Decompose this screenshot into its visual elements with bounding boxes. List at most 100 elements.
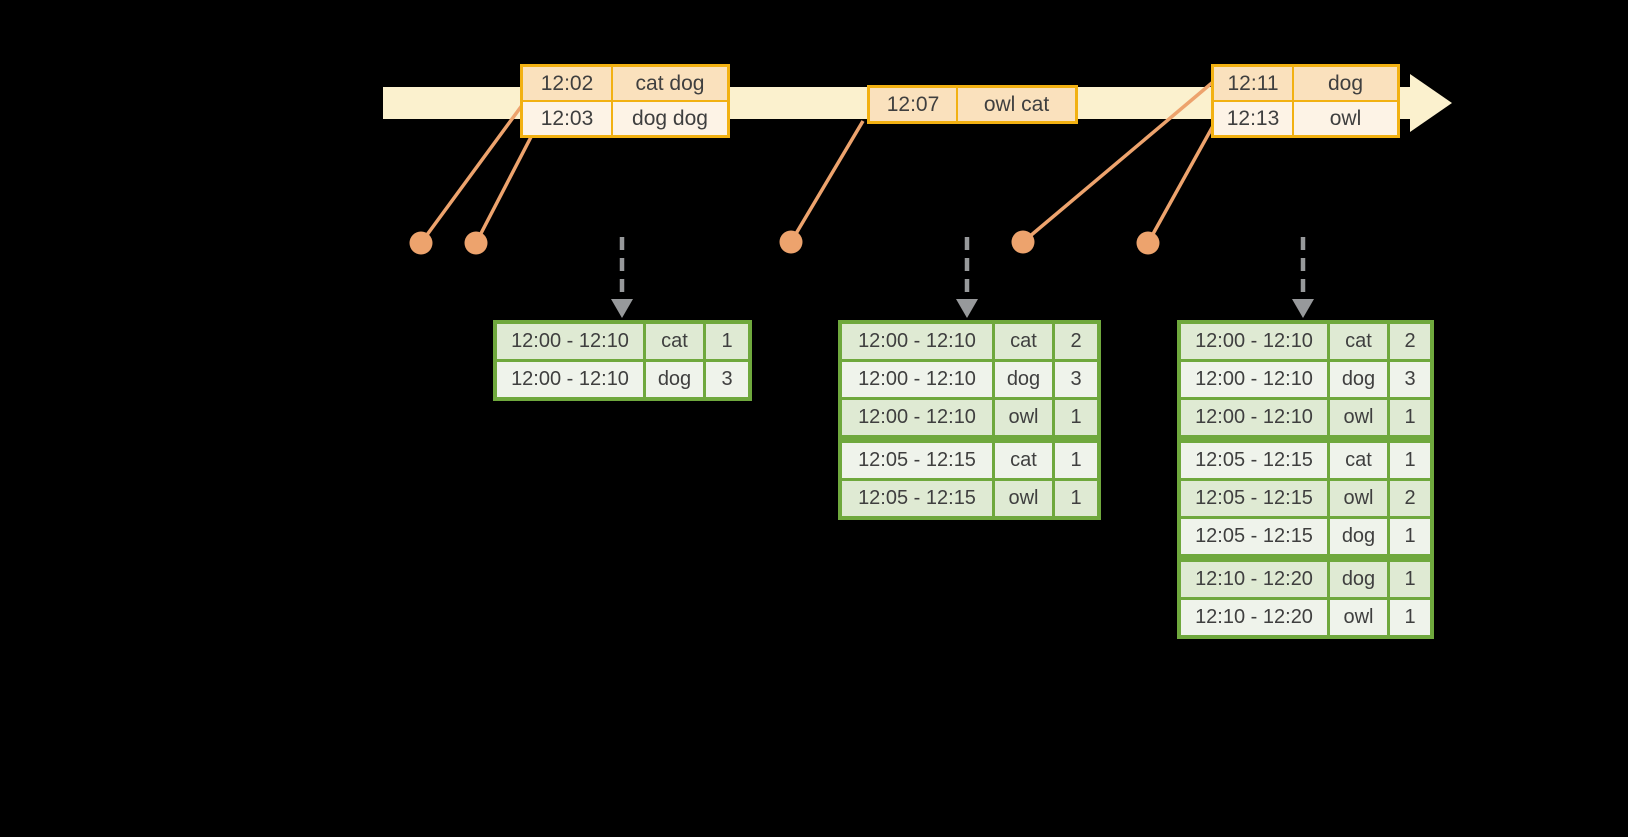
- event-marker-dot: [464, 231, 488, 255]
- word-cell: dog: [646, 362, 703, 397]
- word-cell: owl: [995, 400, 1052, 435]
- event-time-cell: 12:11: [1214, 67, 1292, 100]
- word-cell: dog: [1330, 362, 1387, 397]
- event-time-cell: 12:02: [523, 67, 611, 100]
- event-time-cell: 12:03: [523, 102, 611, 135]
- count-cell: 3: [1390, 362, 1430, 397]
- count-cell: 1: [1055, 400, 1097, 435]
- count-cell: 1: [1055, 481, 1097, 516]
- word-cell: dog: [1330, 562, 1387, 597]
- window-cell: 12:00 - 12:10: [1181, 400, 1327, 435]
- trigger-arrowhead-icon: [1292, 299, 1314, 318]
- event-marker-dot: [409, 231, 433, 255]
- event-words-cell: owl cat: [958, 88, 1075, 121]
- count-cell: 1: [1055, 443, 1097, 478]
- count-cell: 2: [1055, 324, 1097, 359]
- window-cell: 12:00 - 12:10: [842, 400, 992, 435]
- window-cell: 12:10 - 12:20: [1181, 600, 1327, 635]
- event-connector-line: [474, 136, 533, 244]
- window-cell: 12:00 - 12:10: [842, 324, 992, 359]
- window-cell: 12:05 - 12:15: [1181, 481, 1327, 516]
- window-cell: 12:00 - 12:10: [1181, 324, 1327, 359]
- window-cell: 12:05 - 12:15: [1181, 443, 1327, 478]
- event-marker-dot: [779, 230, 803, 254]
- word-cell: cat: [995, 324, 1052, 359]
- event-connector-line: [1021, 80, 1215, 244]
- window-cell: 12:05 - 12:15: [842, 481, 992, 516]
- event-connector-line: [789, 120, 865, 243]
- event-marker-dot: [1011, 230, 1035, 254]
- word-cell: owl: [1330, 400, 1387, 435]
- count-cell: 1: [1390, 519, 1430, 554]
- timeline-arrowhead-icon: [1410, 74, 1452, 132]
- event-time-cell: 12:13: [1214, 102, 1292, 135]
- word-cell: cat: [646, 324, 703, 359]
- window-cell: 12:00 - 12:10: [497, 324, 643, 359]
- window-cell: 12:00 - 12:10: [497, 362, 643, 397]
- count-cell: 1: [706, 324, 748, 359]
- word-cell: cat: [1330, 324, 1387, 359]
- word-cell: cat: [1330, 443, 1387, 478]
- event-time-cell: 12:07: [870, 88, 956, 121]
- word-cell: owl: [1330, 600, 1387, 635]
- count-cell: 2: [1390, 481, 1430, 516]
- event-marker-dot: [1136, 231, 1160, 255]
- window-cell: 12:05 - 12:15: [1181, 519, 1327, 554]
- trigger-arrowhead-icon: [611, 299, 633, 318]
- word-cell: dog: [995, 362, 1052, 397]
- count-cell: 3: [706, 362, 748, 397]
- word-cell: owl: [1330, 481, 1387, 516]
- window-cell: 12:00 - 12:10: [1181, 362, 1327, 397]
- count-cell: 1: [1390, 600, 1430, 635]
- count-cell: 2: [1390, 324, 1430, 359]
- event-words-cell: owl: [1294, 102, 1397, 135]
- count-cell: 3: [1055, 362, 1097, 397]
- word-cell: cat: [995, 443, 1052, 478]
- event-words-cell: cat dog: [613, 67, 727, 100]
- event-connector-line: [1146, 125, 1215, 244]
- event-connector-line: [419, 102, 525, 245]
- window-cell: 12:10 - 12:20: [1181, 562, 1327, 597]
- event-words-cell: dog: [1294, 67, 1397, 100]
- word-cell: dog: [1330, 519, 1387, 554]
- word-cell: owl: [995, 481, 1052, 516]
- trigger-arrowhead-icon: [956, 299, 978, 318]
- count-cell: 1: [1390, 443, 1430, 478]
- window-cell: 12:00 - 12:10: [842, 362, 992, 397]
- window-cell: 12:05 - 12:15: [842, 443, 992, 478]
- count-cell: 1: [1390, 562, 1430, 597]
- count-cell: 1: [1390, 400, 1430, 435]
